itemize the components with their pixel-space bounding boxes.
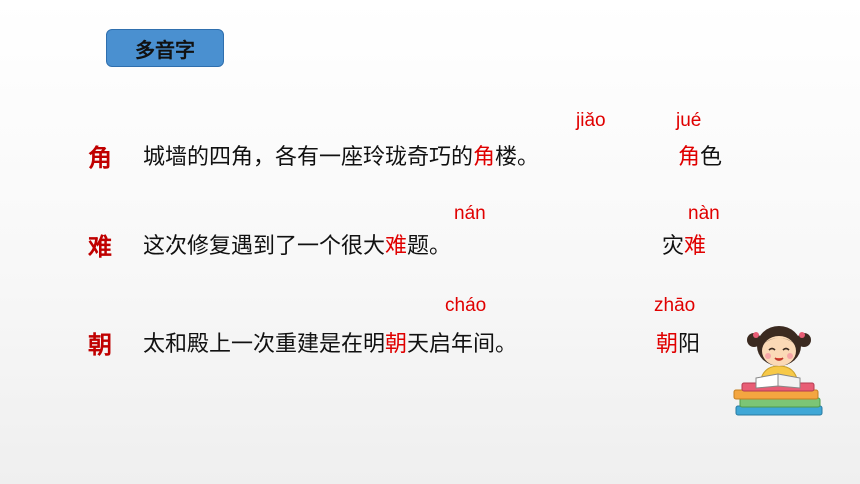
pinyin-word-2: nàn <box>688 203 720 224</box>
word-text: 灾 <box>662 234 685 259</box>
sentence-text: 题。 <box>407 234 452 259</box>
example-word-1: 角色 <box>678 147 722 169</box>
pinyin-sentence-2: nán <box>454 203 486 224</box>
topic-badge: 多音字 <box>106 29 224 67</box>
sentence-text: 楼。 <box>495 145 540 170</box>
sentence-highlight: 朝 <box>385 332 408 357</box>
word-text: 阳 <box>678 332 701 357</box>
example-sentence-2: 这次修复遇到了一个很大难题。 <box>143 236 451 258</box>
word-highlight: 朝 <box>656 332 679 357</box>
sentence-highlight: 难 <box>385 234 408 259</box>
example-sentence-1: 城墙的四角，各有一座玲珑奇巧的角楼。 <box>143 147 539 169</box>
example-word-2: 灾难 <box>662 236 706 258</box>
example-word-3: 朝阳 <box>656 334 700 356</box>
sentence-text: 这次修复遇到了一个很大 <box>143 234 386 259</box>
word-highlight: 难 <box>684 234 707 259</box>
polyphone-char-2: 难 <box>88 233 112 261</box>
polyphone-char-1: 角 <box>88 144 112 172</box>
sentence-text: 城墙的四角，各有一座玲珑奇巧的 <box>143 145 474 170</box>
sentence-text: 太和殿上一次重建是在明 <box>143 332 386 357</box>
sentence-text: 天启年间。 <box>407 332 518 357</box>
word-text: 色 <box>700 145 723 170</box>
example-sentence-3: 太和殿上一次重建是在明朝天启年间。 <box>143 334 517 356</box>
pinyin-sentence-1: jiǎo <box>576 110 606 131</box>
word-highlight: 角 <box>678 145 701 170</box>
polyphone-char-3: 朝 <box>88 331 112 359</box>
pinyin-word-1: jué <box>676 110 702 131</box>
sentence-highlight: 角 <box>473 145 496 170</box>
pinyin-word-3: zhāo <box>654 295 696 316</box>
girl-reading-on-books-icon <box>733 326 823 416</box>
pinyin-sentence-3: cháo <box>445 295 487 316</box>
